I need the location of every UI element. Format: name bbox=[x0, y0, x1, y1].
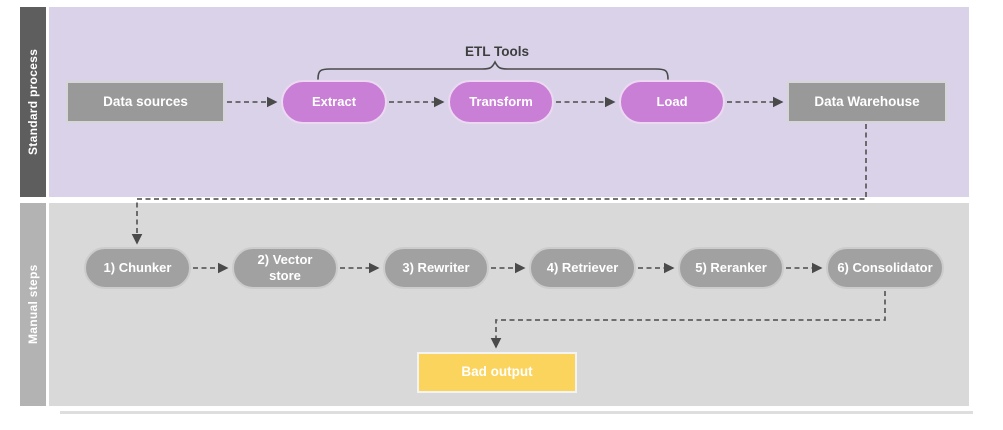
etl-tools-label: ETL Tools bbox=[465, 44, 529, 59]
node-transform: Transform bbox=[448, 80, 554, 124]
node-rewriter: 3) Rewriter bbox=[383, 247, 489, 289]
node-load: Load bbox=[619, 80, 725, 124]
page-edge-line bbox=[60, 411, 973, 414]
node-chunker: 1) Chunker bbox=[84, 247, 191, 289]
node-consolidator: 6) Consolidator bbox=[826, 247, 944, 289]
node-data-sources: Data sources bbox=[66, 81, 225, 123]
node-reranker: 5) Reranker bbox=[678, 247, 784, 289]
node-vector-store: 2) Vector store bbox=[232, 247, 338, 289]
node-retriever: 4) Retriever bbox=[529, 247, 636, 289]
node-extract: Extract bbox=[281, 80, 387, 124]
node-bad-output: Bad output bbox=[417, 352, 577, 393]
lane-label-manual-steps: Manual steps bbox=[20, 203, 46, 406]
node-data-warehouse: Data Warehouse bbox=[787, 81, 947, 123]
lane-label-standard-process: Standard process bbox=[20, 7, 46, 197]
